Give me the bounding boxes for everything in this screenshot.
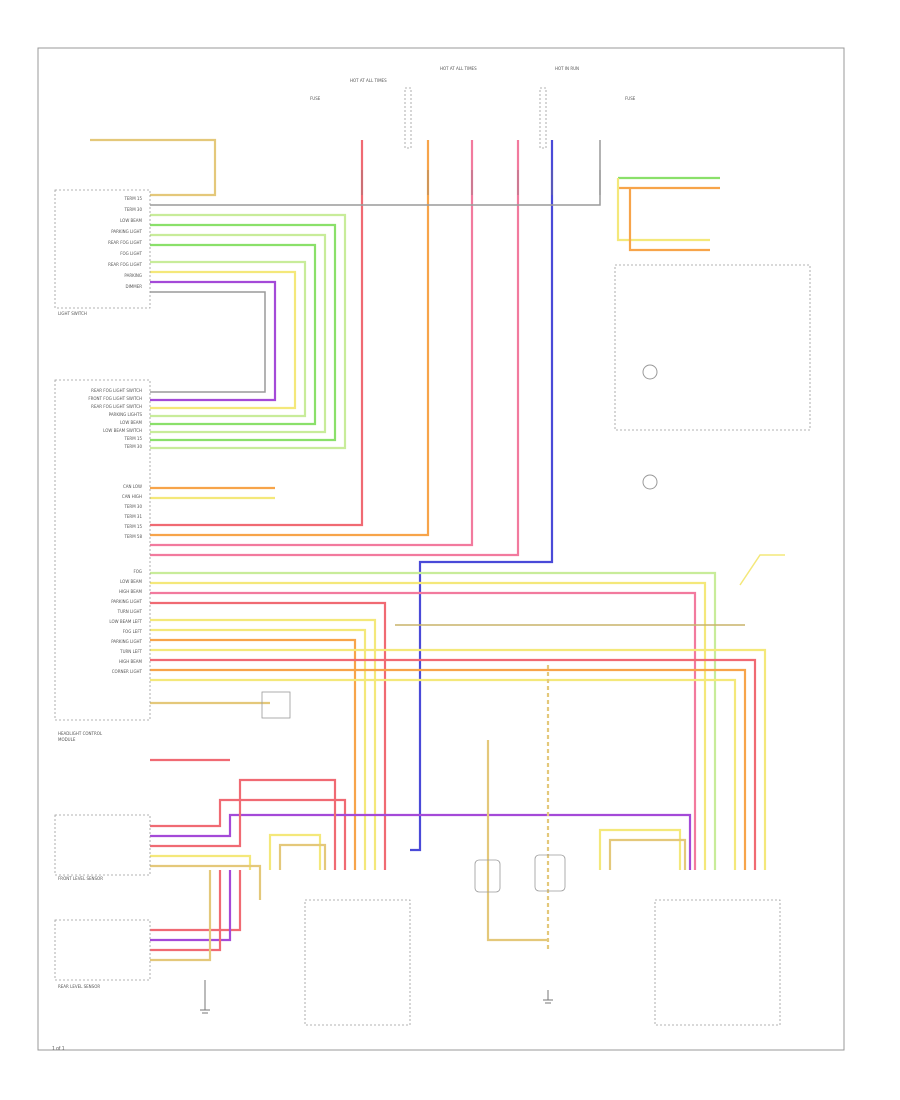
wire-layer <box>90 138 785 962</box>
small-relay <box>261 691 291 719</box>
svg-text:REAR LEVEL SENSOR: REAR LEVEL SENSOR <box>58 984 100 989</box>
front-level-sensor <box>54 814 151 876</box>
svg-text:HOT IN RUN: HOT IN RUN <box>555 66 579 71</box>
left-headlight-unit <box>304 899 411 1026</box>
module-out-pin-0: FOG <box>133 569 142 574</box>
motor-right <box>534 854 566 892</box>
module-out-pin-7: PARKING LIGHT <box>111 639 142 644</box>
module-mid-pin-0: CAN LOW <box>123 484 142 489</box>
module-out-pin-3: PARKING LIGHT <box>111 599 142 604</box>
module-out-pin-9: HIGH BEAM <box>119 659 143 664</box>
module-pin-2: REAR FOG LIGHT SWITCH <box>91 404 142 409</box>
module-pin-7: TERM 30 <box>123 444 142 449</box>
svg-text:FRONT LEVEL SENSOR: FRONT LEVEL SENSOR <box>58 876 103 881</box>
module-mid-pin-3: TERM 31 <box>123 514 142 519</box>
diagram-frame <box>37 47 845 1051</box>
right-headlight-unit <box>654 899 781 1026</box>
module-mid-pin-4: TERM 15 <box>123 524 142 529</box>
module-pin-3: PARKING LIGHTS <box>109 412 143 417</box>
svg-text:MODULE: MODULE <box>58 737 76 742</box>
module-pin-4: LOW BEAM <box>120 420 142 425</box>
light-switch-pin-6: REAR FOG LIGHT <box>108 262 142 267</box>
light-switch-pin-7: PARKING <box>124 273 142 278</box>
light-switch-pin-1: TERM 30 <box>123 207 142 212</box>
ground-center <box>543 990 553 1004</box>
light-switch-pin-4: REAR FOG LIGHT <box>108 240 142 245</box>
svg-text:LIGHT SWITCH: LIGHT SWITCH <box>58 311 87 316</box>
light-switch-pin-8: DIMMER <box>126 284 143 289</box>
light-switch-pin-5: FOG LIGHT <box>120 251 142 256</box>
light-switch-pin-2: LOW BEAM <box>120 218 142 223</box>
module-out-pin-5: LOW BEAM LEFT <box>109 619 142 624</box>
module-out-pin-4: TURN LIGHT <box>117 609 143 614</box>
light-switch-pin-3: PARKING LIGHT <box>111 229 142 234</box>
bulb-left <box>642 364 658 380</box>
light-switch-block <box>54 189 151 309</box>
svg-text:HOT AT ALL TIMES: HOT AT ALL TIMES <box>350 78 387 83</box>
bulb-right <box>642 474 658 490</box>
ground-left <box>200 980 210 1014</box>
light-switch-pin-0: TERM 15 <box>123 196 142 201</box>
motor-left <box>474 859 501 893</box>
module-pin-0: REAR FOG LIGHT SWITCH <box>91 388 142 393</box>
module-pin-1: FRONT FOG LIGHT SWITCH <box>88 396 142 401</box>
rear-level-sensor <box>54 919 151 981</box>
components: LIGHT SWITCH HEADLIGHT CONTROL MODULE FR… <box>54 189 811 1026</box>
module-out-pin-10: CORNER LIGHT <box>112 669 143 674</box>
module-out-pin-2: HIGH BEAM <box>119 589 143 594</box>
module-mid-pin-5: TERM 58 <box>123 534 142 539</box>
rear-lighting-module <box>614 264 811 431</box>
module-pin-6: TERM 15 <box>123 436 142 441</box>
headlight-control-module <box>54 379 151 721</box>
page-footer: 1 of 1 <box>52 1046 65 1052</box>
module-out-pin-6: FOG LEFT <box>123 629 143 634</box>
module-out-pin-1: LOW BEAM <box>120 579 142 584</box>
svg-text:FUSE: FUSE <box>625 96 636 101</box>
svg-text:FUSE: FUSE <box>310 96 321 101</box>
module-out-pin-8: TURN LEFT <box>119 649 142 654</box>
svg-text:HOT AT ALL TIMES: HOT AT ALL TIMES <box>440 66 477 71</box>
fuse-block-area: FUSE HOT AT ALL TIMES HOT AT ALL TIMES H… <box>310 66 636 149</box>
module-pin-5: LOW BEAM SWITCH <box>103 428 142 433</box>
module-mid-pin-2: TERM 30 <box>123 504 142 509</box>
connector-marks <box>361 170 601 195</box>
svg-text:HEADLIGHT CONTROL: HEADLIGHT CONTROL <box>58 731 103 736</box>
module-mid-pin-1: CAN HIGH <box>122 494 142 499</box>
